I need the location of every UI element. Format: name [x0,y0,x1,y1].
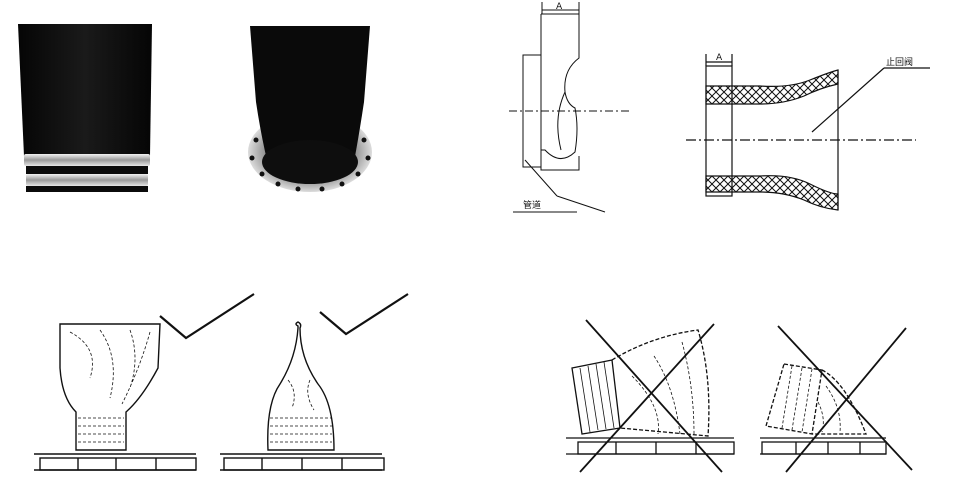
section-diagram: A 管道 [505,0,635,215]
check-valve-label: 止回阀 [886,56,913,68]
check-mark-icon [319,293,409,336]
check-mark-icon [159,293,255,340]
cross-mark-icon [777,325,913,473]
profile-dimension-label: A [716,53,723,63]
correct-install-duckbill-flat [30,288,260,478]
correct-install-duckbill-narrow [218,288,418,478]
section-dimension-label: A [556,2,563,12]
flange-type-valve-photo [242,22,378,198]
cross-mark-icon [579,319,723,473]
pipe-label: 管道 [523,199,541,211]
profile-diagram: A 止回阀 [680,48,950,220]
wrong-install-tilted-large [562,316,752,476]
wrong-install-tilted-small [756,322,936,482]
clamp-type-valve-photo [10,18,160,198]
